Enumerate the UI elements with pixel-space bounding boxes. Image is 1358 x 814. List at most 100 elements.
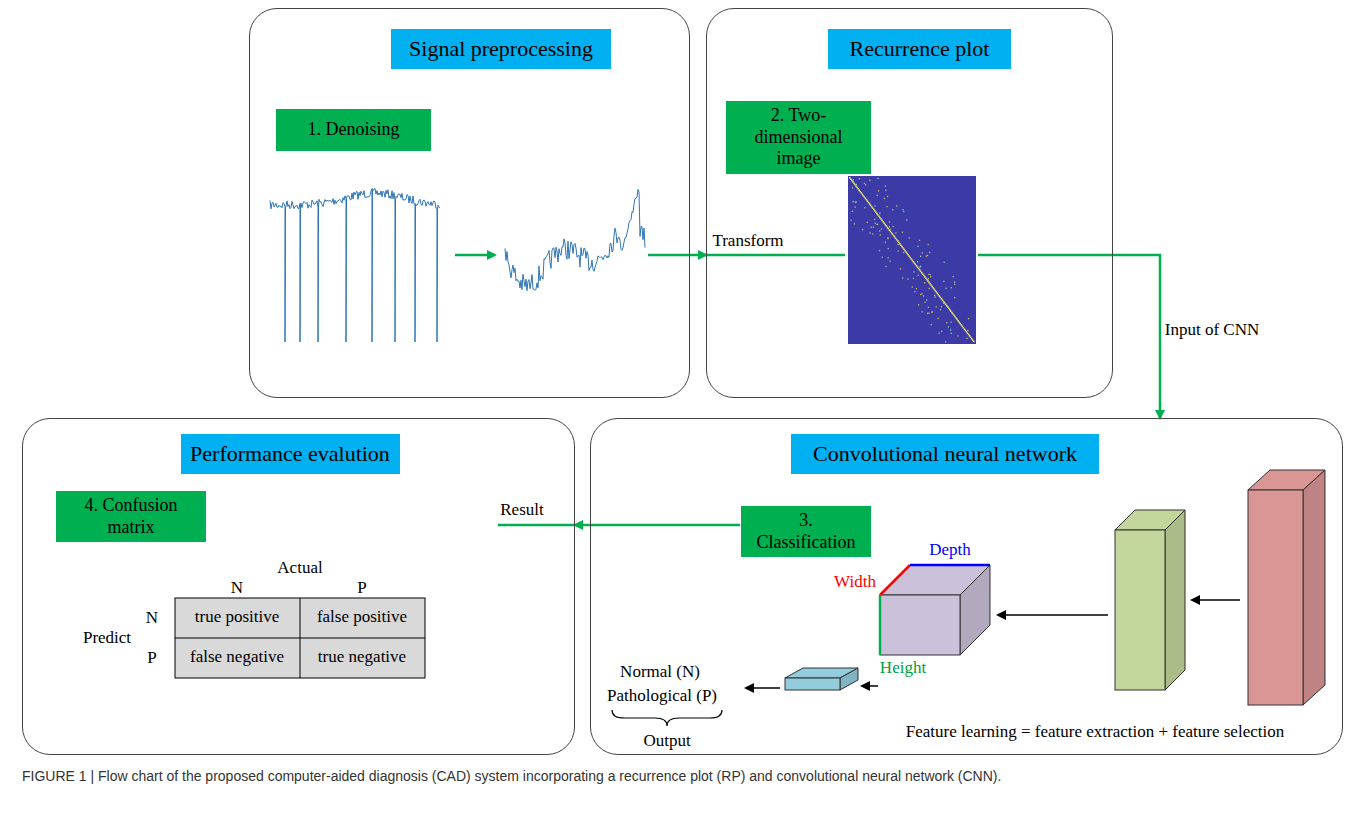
rp-dot: [931, 312, 932, 313]
rp-dot: [869, 203, 871, 205]
rp-dot: [928, 282, 929, 283]
rp-dot: [932, 287, 934, 289]
stage-header: Signal preprocessing: [391, 29, 611, 69]
connector-label: Transform: [709, 231, 786, 251]
rp-dot: [943, 281, 944, 282]
rp-dot: [923, 275, 925, 277]
rp-dot: [866, 199, 868, 201]
input-volume-side: [1303, 470, 1325, 705]
rp-dot: [918, 304, 919, 305]
rp-dot: [880, 234, 881, 235]
stage-title: Convolutional neural network: [813, 441, 1077, 467]
diagram-label: N: [231, 578, 243, 598]
rp-dot: [852, 181, 854, 183]
rp-dot: [963, 327, 965, 329]
rp-dot: [895, 238, 897, 240]
rp-dot: [896, 239, 898, 241]
rp-dot: [869, 232, 870, 233]
rp-dot: [874, 205, 875, 206]
rp-dot: [886, 206, 887, 207]
flow-connector: [690, 254, 706, 257]
rp-dot: [934, 296, 935, 297]
rp-dot: [931, 324, 932, 325]
rp-dot: [850, 178, 852, 180]
connector-label: Input of CNN: [1162, 320, 1262, 340]
rp-dot: [909, 237, 910, 238]
rp-dot: [867, 200, 869, 202]
rp-dot: [907, 254, 909, 256]
rp-dot: [948, 326, 949, 327]
rp-dot: [918, 275, 919, 276]
rp-dot: [903, 211, 904, 212]
rp-dot: [966, 331, 968, 333]
rp-dot: [945, 341, 946, 342]
rp-dot: [888, 257, 889, 258]
rp-dot: [929, 288, 930, 289]
rp-dot: [887, 237, 888, 238]
rp-dot: [946, 322, 947, 323]
layer-arrow: [998, 614, 1108, 616]
rp-dot: [932, 311, 933, 312]
rp-dot: [928, 278, 929, 279]
denoised-signal: [505, 189, 645, 290]
rp-dot: [879, 250, 880, 251]
height-axis: [879, 595, 882, 655]
rp-dot: [938, 333, 939, 334]
rp-dot: [892, 209, 893, 210]
rp-dot: [891, 232, 893, 234]
rp-dot: [906, 219, 907, 220]
feature-volume-shade: [960, 565, 990, 655]
rp-dot: [884, 198, 885, 199]
rp-dot: [917, 246, 918, 247]
flow-line: [978, 254, 1113, 257]
diagram-label: Height: [880, 658, 926, 678]
rp-dot: [854, 184, 856, 186]
conv-volume-front: [1115, 530, 1165, 690]
rp-dot: [934, 289, 935, 290]
flow-line: [590, 524, 740, 527]
rp-dot: [921, 293, 922, 294]
rp-dot: [872, 233, 873, 234]
rp-dot: [920, 294, 921, 295]
rp-dot: [852, 187, 853, 188]
diagram-label: Feature learning = feature extraction + …: [906, 722, 1284, 742]
diagram-label: Actual: [277, 558, 322, 578]
rp-dot: [865, 184, 866, 185]
input-volume-front: [1248, 490, 1303, 705]
rp-dot: [928, 307, 929, 308]
conv-volume-shade: [1165, 510, 1185, 690]
rp-dot: [877, 178, 878, 179]
rp-dot: [895, 232, 896, 233]
rp-dot: [922, 311, 923, 312]
rp-dot: [929, 252, 930, 253]
diagram-label: true negative: [318, 647, 406, 667]
rp-dot: [928, 313, 929, 314]
width-axis: [880, 565, 910, 595]
rp-dot: [854, 223, 855, 224]
dense-layer-shade: [840, 668, 858, 690]
conv-volume-side: [1165, 510, 1185, 690]
rp-dot: [947, 306, 948, 307]
rp-dot: [882, 257, 883, 258]
rp-dot: [853, 183, 855, 185]
depth-axis: [910, 564, 990, 567]
flow-line: [498, 524, 575, 527]
stage-header: Performance evalution: [181, 434, 400, 474]
rp-dot: [961, 324, 963, 326]
rp-dot: [859, 178, 860, 179]
rp-dot: [887, 227, 889, 229]
rp-dot: [873, 227, 874, 228]
diagram-label: Predict: [83, 628, 131, 648]
recurrence-dots: [849, 177, 975, 343]
rp-dot: [912, 260, 914, 262]
rp-dot: [879, 213, 880, 214]
rp-dot: [883, 222, 885, 224]
rp-dot: [912, 286, 913, 287]
rp-dot: [874, 219, 875, 220]
rp-dot: [877, 214, 879, 216]
rp-dot: [950, 329, 951, 330]
rp-dot: [878, 190, 879, 191]
rp-dot: [890, 261, 891, 262]
diagram-label: P: [147, 648, 156, 668]
rp-dot: [924, 276, 926, 278]
